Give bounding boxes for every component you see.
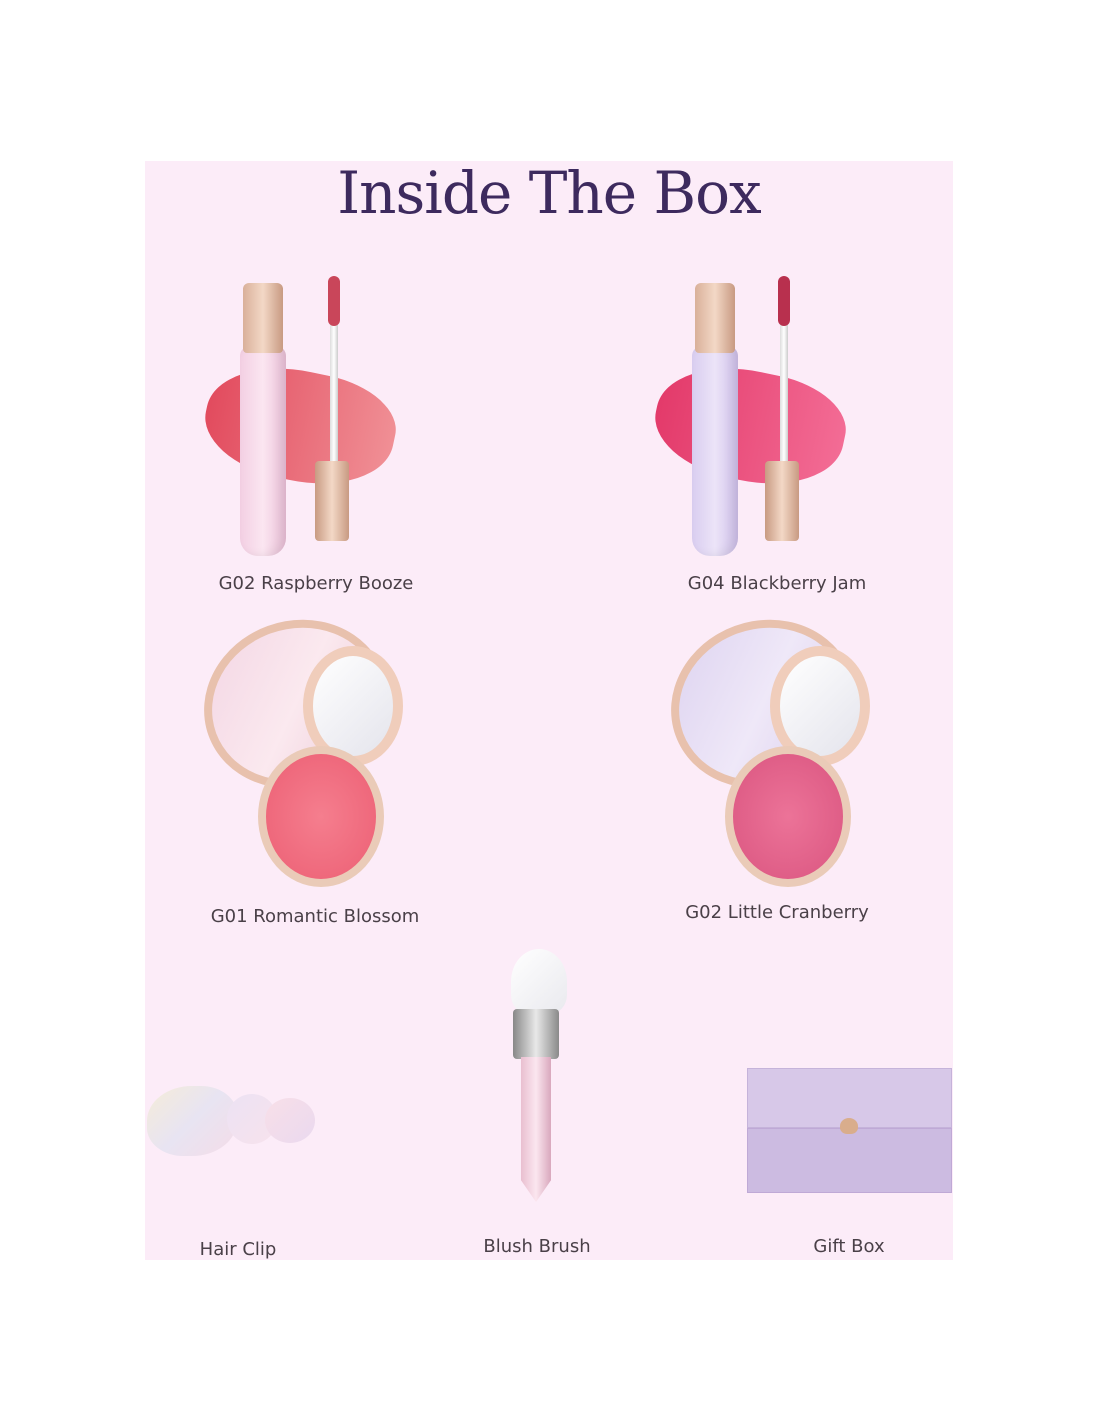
blush-brush-icon <box>503 949 573 1204</box>
item-label: G04 Blackberry Jam <box>687 573 867 594</box>
gift-box-icon <box>747 1068 952 1193</box>
item-label: Gift Box <box>813 1236 885 1257</box>
item-label: G02 Little Cranberry <box>685 902 869 923</box>
item-label: Blush Brush <box>483 1236 591 1257</box>
item-label: Hair Clip <box>199 1239 277 1260</box>
inside-the-box-panel: Inside The Box G02 Raspberry Booze G04 B… <box>145 161 953 1260</box>
blush-compact-icon <box>180 594 418 887</box>
item-label: G01 Romantic Blossom <box>210 906 420 927</box>
lip-gloss-icon <box>195 271 420 561</box>
item-label: G02 Raspberry Booze <box>218 573 414 594</box>
blush-compact-icon <box>647 594 885 887</box>
page-title: Inside The Box <box>337 159 762 227</box>
lip-gloss-icon <box>645 271 870 561</box>
hair-clip-icon <box>147 1076 317 1161</box>
